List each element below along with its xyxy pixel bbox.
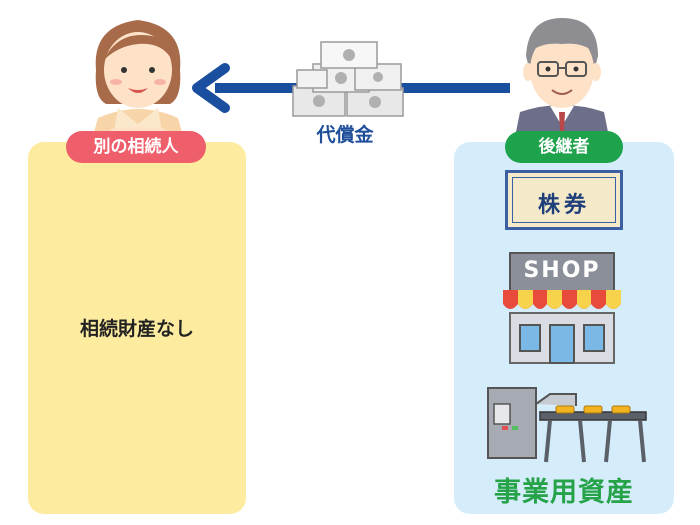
no-inheritance-text: 相続財産なし <box>79 318 194 340</box>
stock-certificate-label: 株券 <box>537 193 590 218</box>
money-stack-icon <box>292 41 404 117</box>
compensation-money-label: 代償金 <box>316 124 374 146</box>
business-assets-label: 事業用資産 <box>494 477 634 508</box>
shop-sign-label: SHOP <box>523 258 601 283</box>
woman-heir-avatar-icon <box>94 20 182 132</box>
shop-icon: SHOP <box>503 252 621 364</box>
stock-certificate-icon: 株券 <box>505 170 623 230</box>
conveyor-machine-icon <box>487 387 647 463</box>
other-heir-badge: 別の相続人 <box>66 131 206 163</box>
man-successor-avatar-icon <box>516 18 608 132</box>
heir-panel-left <box>28 142 246 514</box>
successor-badge: 後継者 <box>505 131 623 163</box>
